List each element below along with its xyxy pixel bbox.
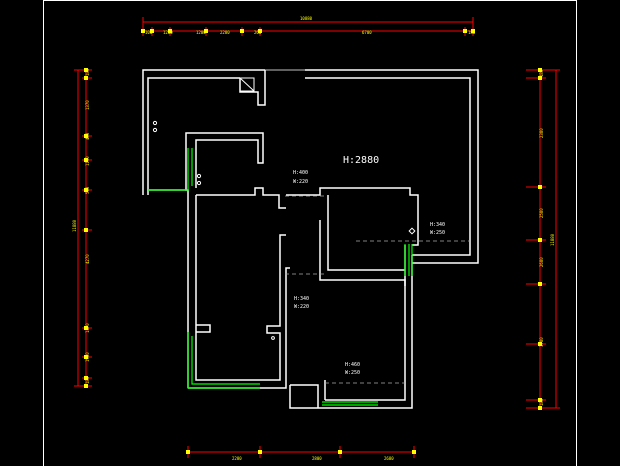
dim-top-seg-5: 260 [254, 30, 262, 35]
dim-left-seg-3: 480 [85, 132, 90, 140]
viewport-border-right [576, 0, 577, 466]
room-labels: H:2880 H:400 W:220 H:340 W:220 H:460 W:2… [293, 155, 445, 376]
room-b-height: H:340 [294, 296, 309, 302]
dim-bottom-seg-3: 2680 [384, 456, 394, 461]
room-b-width: W:220 [294, 304, 309, 310]
room-d-height: H:340 [430, 222, 445, 228]
dim-left-seg-1: 180 [85, 68, 90, 76]
dimension-labels: 10880 100 1200 1200 2280 260 6700 180 11… [72, 16, 555, 461]
dim-top-seg-4: 2280 [220, 30, 230, 35]
viewport-border-left [43, 0, 44, 466]
wall-outer-bottom-right [289, 255, 413, 409]
wall-outer-top-left [142, 69, 265, 195]
shaft-box [239, 77, 255, 92]
window-lower-left [187, 332, 260, 389]
walls [142, 69, 479, 409]
dim-right-seg-4: 2680 [539, 257, 544, 267]
dim-top-seg-1: 100 [145, 30, 153, 35]
dim-right-total: 11880 [550, 233, 555, 246]
wall-inner-top-right [305, 77, 471, 256]
dim-right-seg-3: 2580 [539, 208, 544, 218]
diamond-marker [408, 227, 416, 235]
windows [148, 148, 413, 406]
dimension-lines [74, 17, 560, 458]
wall-left-block [185, 132, 264, 388]
dim-right-seg-2: 2380 [539, 128, 544, 138]
dim-left-seg-9: 180 [85, 376, 90, 384]
room-c-height: H:460 [345, 362, 360, 368]
room-c-width: W:250 [345, 370, 360, 376]
outlet-4 [196, 180, 202, 186]
dim-top-seg-2: 1200 [163, 30, 173, 35]
viewport-border-top [43, 0, 577, 1]
dim-right-seg-5: 3780 [539, 337, 544, 347]
dimension-tick-markers [84, 29, 542, 454]
outlet-2 [152, 127, 158, 133]
wall-inner-top-left [147, 77, 240, 195]
dim-left-seg-6: 4270 [85, 254, 90, 264]
dim-left-total: 11880 [72, 219, 77, 232]
dim-left-seg-4: 1190 [85, 156, 90, 166]
outlet-1 [152, 120, 158, 126]
dim-top-seg-6: 6700 [362, 30, 372, 35]
outlet-3 [196, 173, 202, 179]
dim-right-seg-1: 180 [539, 69, 544, 77]
dim-bottom-seg-2: 2800 [312, 456, 322, 461]
dim-right-seg-6: 180 [539, 398, 544, 406]
dim-top-seg-7: 180 [468, 30, 476, 35]
outlet-5 [271, 336, 275, 340]
dim-left-seg-5: 540 [85, 186, 90, 194]
window-upper-left [148, 148, 189, 191]
fixtures [152, 77, 416, 340]
room-d-width: W:250 [430, 230, 445, 236]
dim-left-seg-2: 1370 [85, 100, 90, 110]
dim-top-seg-3: 1200 [196, 30, 206, 35]
dim-bottom-seg-1: 2280 [232, 456, 242, 461]
dim-left-seg-8: 1980 [85, 352, 90, 362]
hidden-lines [285, 195, 470, 384]
dim-left-seg-7: 1470 [85, 323, 90, 333]
dim-top-total: 10880 [300, 16, 313, 21]
room-a-width: W:220 [293, 179, 308, 185]
main-height-label: H:2880 [343, 155, 379, 166]
room-a-height: H:400 [293, 170, 308, 176]
wall-outer-top-right [305, 69, 479, 264]
